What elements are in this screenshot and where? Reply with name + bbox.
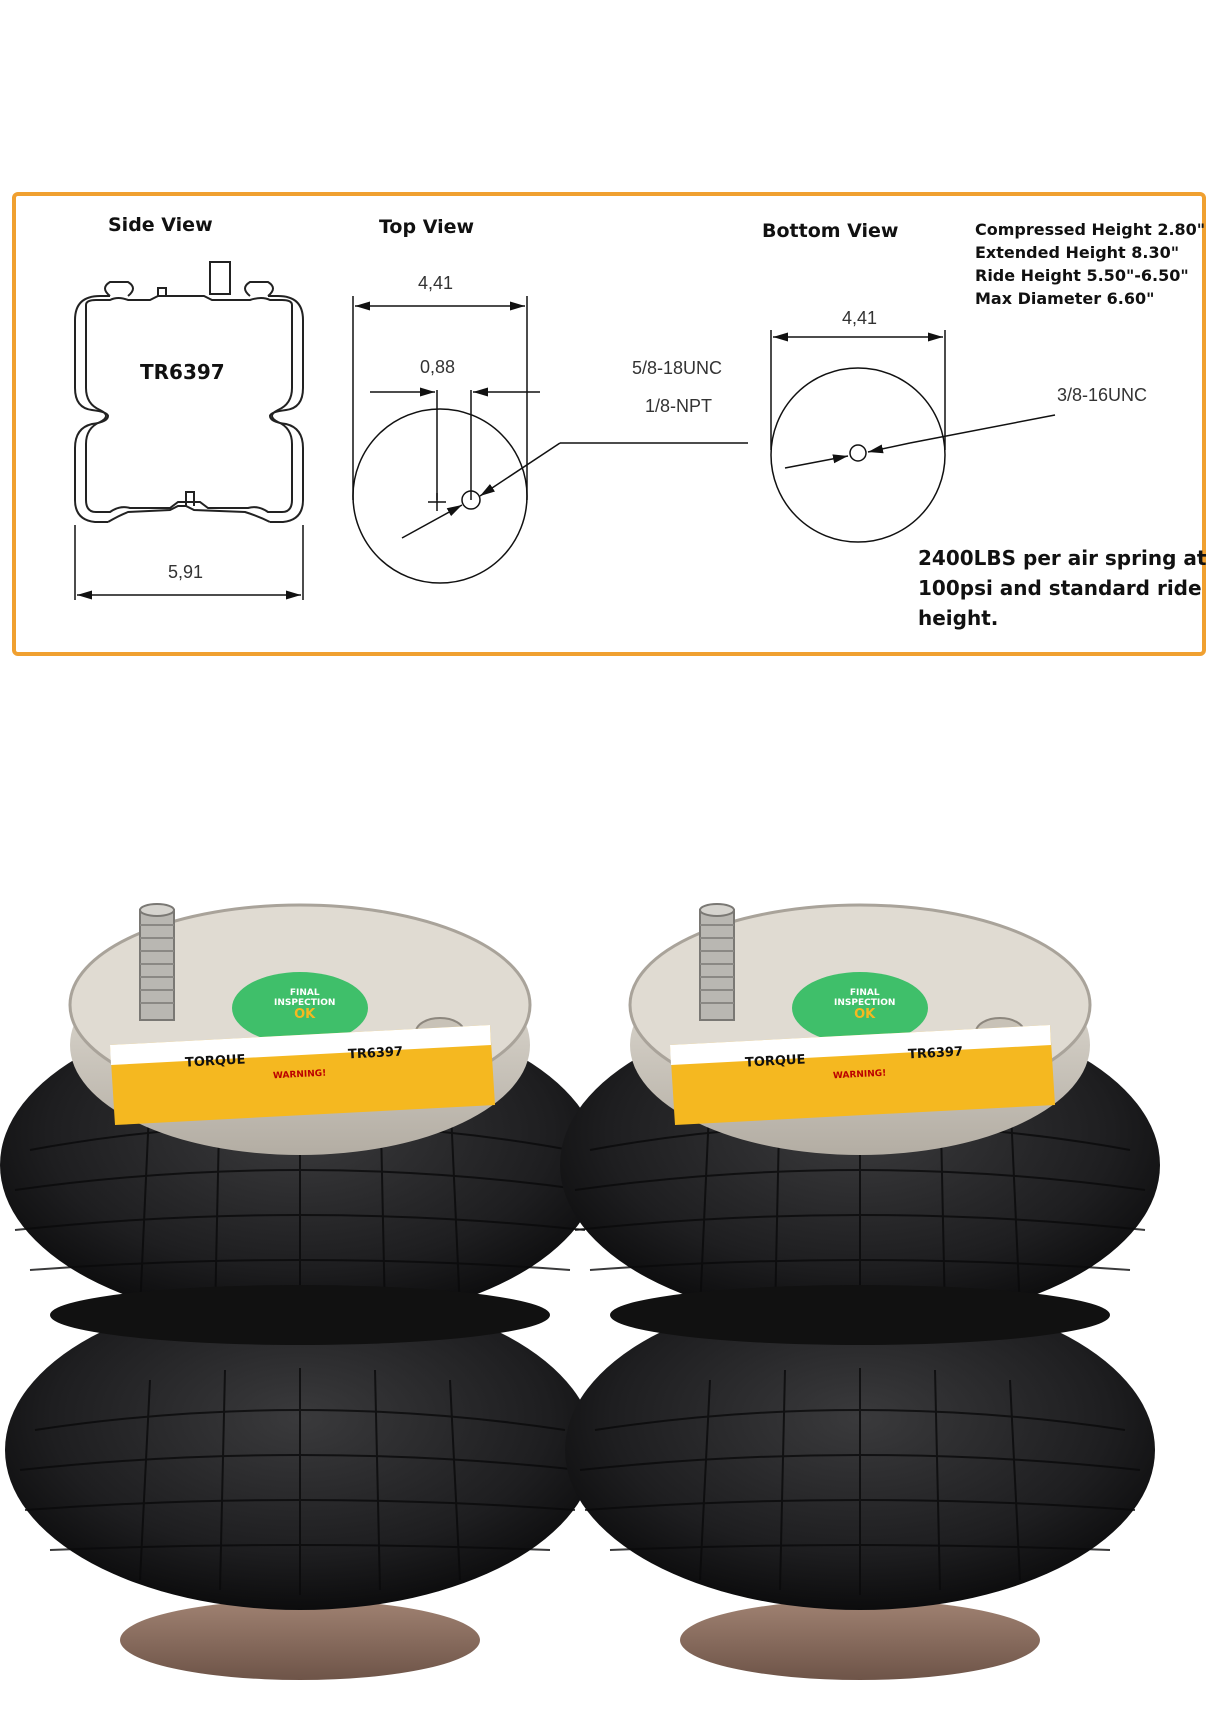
model-label: TR6397 [140,360,225,384]
top-view-outline [352,296,748,584]
spec-extended-height: Extended Height 8.30" [975,243,1180,262]
inspection-sticker-1: FINAL INSPECTION OK [274,988,336,1022]
bottom-view-title: Bottom View [762,220,899,242]
spec-max-diameter: Max Diameter 6.60" [975,289,1155,308]
inspection-sticker-2: FINAL INSPECTION OK [834,988,896,1022]
label-model-2: TR6397 [907,1044,964,1063]
product-photo [0,902,1162,1682]
spec-list: Compressed Height 2.80" Extended Height … [975,218,1205,310]
label-brand-1: TORQUE [184,1052,246,1071]
drawing-lines [74,261,1056,600]
spec-compressed-height: Compressed Height 2.80" [975,220,1206,239]
bottom-diameter-dimension: 4,41 [842,308,878,328]
spec-ride-height: Ride Height 5.50"-6.50" [975,266,1189,285]
top-view-title: Top View [379,216,475,238]
label-brand-2: TORQUE [744,1052,806,1071]
stud-thread-label: 5/8-18UNC [632,358,723,378]
label-model-1: TR6397 [347,1044,404,1063]
air-port-label: 1/8-NPT [645,396,713,416]
side-view-title: Side View [108,214,213,236]
top-diameter-dimension: 4,41 [418,273,454,293]
side-width-dimension: 5,91 [168,562,204,582]
side-view-outline [74,261,304,523]
top-offset-dimension: 0,88 [420,357,456,377]
bottom-stud-label: 3/8-16UNC [1057,385,1148,405]
bottom-view-outline [770,330,1056,543]
load-rating-note: 2400LBS per air spring at 100psi and sta… [918,546,1207,630]
